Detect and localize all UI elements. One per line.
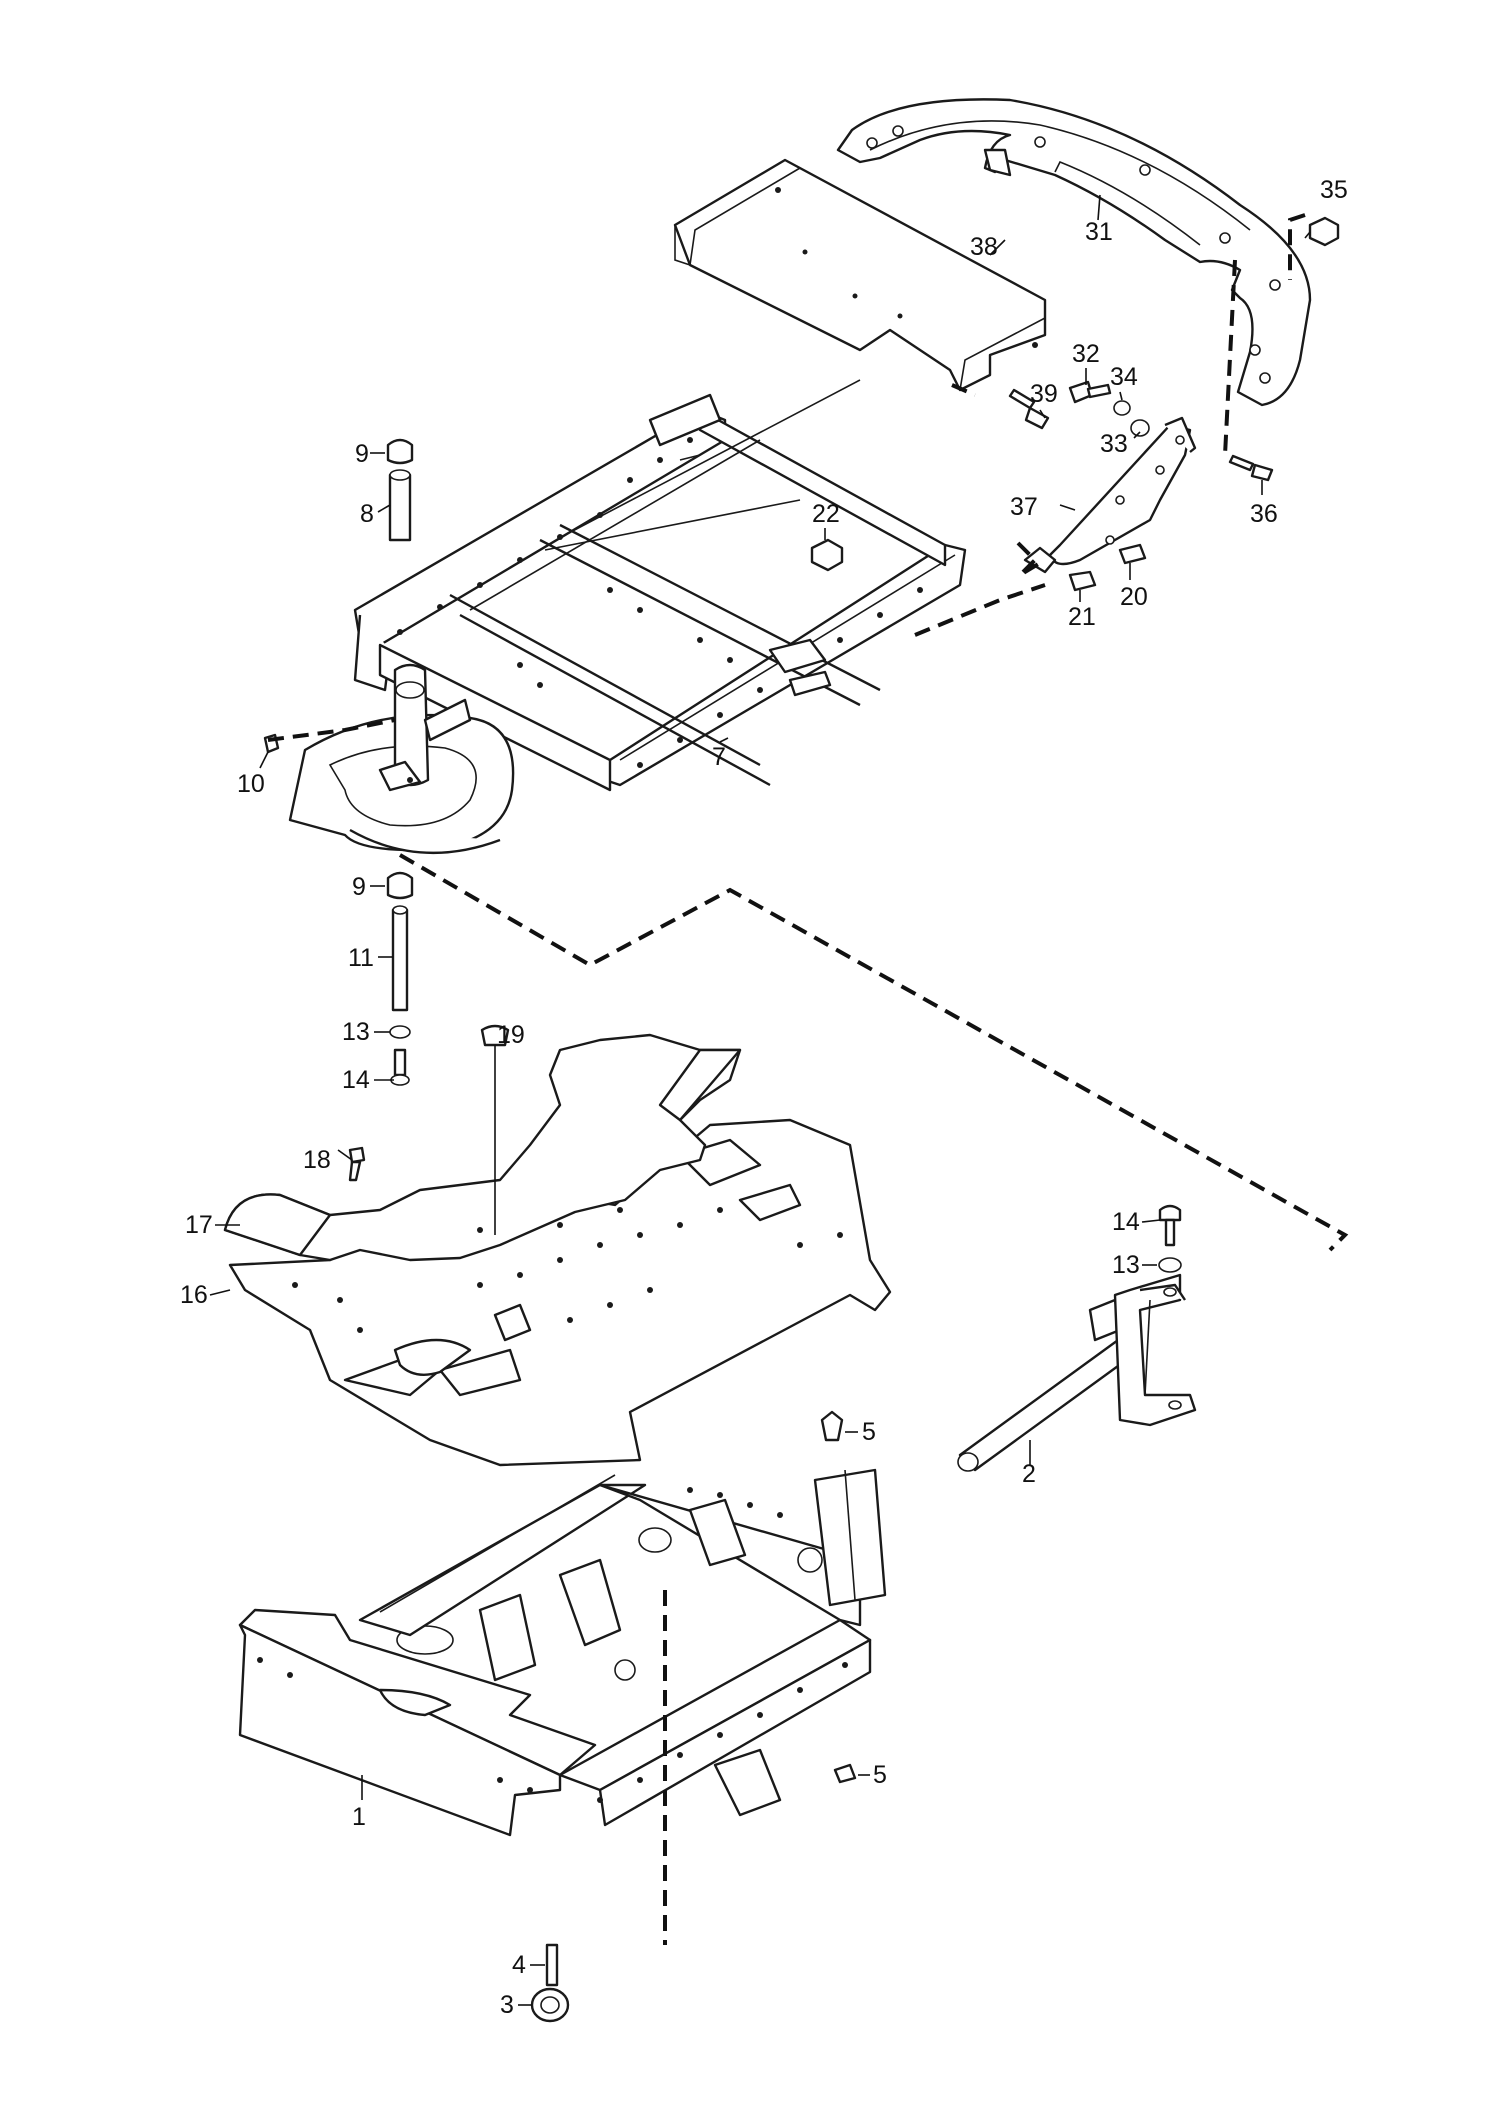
callout-39: 39 <box>1030 380 1058 408</box>
callout-11: 11 <box>348 944 374 972</box>
callout-9-top: 9 <box>355 440 369 468</box>
callout-14-left: 14 <box>342 1066 370 1094</box>
callout-10: 10 <box>237 770 265 798</box>
callout-38: 38 <box>970 233 998 261</box>
callout-32: 32 <box>1072 340 1100 368</box>
axle-pivot-part <box>957 1273 1197 1472</box>
callout-17: 17 <box>185 1211 213 1239</box>
callout-20: 20 <box>1120 583 1148 611</box>
rear-bumper-part <box>836 98 1312 407</box>
assembly-dashed-lines <box>267 213 1349 1945</box>
callout-22: 22 <box>812 500 840 528</box>
callout-3: 3 <box>500 1991 514 2019</box>
floor-mat-part <box>223 1033 742 1262</box>
callout-37: 37 <box>1010 493 1038 521</box>
callout-14-right: 14 <box>1112 1208 1140 1236</box>
callout-5-lower: 5 <box>873 1761 887 1789</box>
callout-8: 8 <box>360 500 374 528</box>
callout-33: 33 <box>1100 430 1128 458</box>
callout-4: 4 <box>512 1951 526 1979</box>
callout-13-right: 13 <box>1112 1251 1140 1279</box>
callout-2: 2 <box>1022 1460 1036 1488</box>
callout-35: 35 <box>1320 176 1348 204</box>
seat-bracket-part <box>1023 416 1197 574</box>
callout-7: 7 <box>712 743 726 771</box>
leader-lines <box>209 194 1311 2006</box>
callout-13-left: 13 <box>342 1018 370 1046</box>
callout-1: 1 <box>352 1803 366 1831</box>
swivel-plate-part <box>288 663 515 854</box>
callout-16: 16 <box>180 1281 208 1309</box>
callout-9-bottom: 9 <box>352 873 366 901</box>
callout-19: 19 <box>497 1021 525 1049</box>
callout-21: 21 <box>1068 603 1096 631</box>
callout-31: 31 <box>1085 218 1113 246</box>
callout-labels: 35 31 38 32 34 39 33 36 37 22 20 21 9 8 … <box>180 176 1348 2019</box>
main-frame-part <box>238 1468 887 1837</box>
callout-18: 18 <box>303 1146 331 1174</box>
callout-34: 34 <box>1110 363 1138 391</box>
seat-plate-part <box>673 158 1047 392</box>
hardware-parts <box>263 216 1340 2023</box>
upper-frame-part <box>353 379 967 792</box>
callout-5-upper: 5 <box>862 1418 876 1446</box>
callout-36: 36 <box>1250 500 1278 528</box>
